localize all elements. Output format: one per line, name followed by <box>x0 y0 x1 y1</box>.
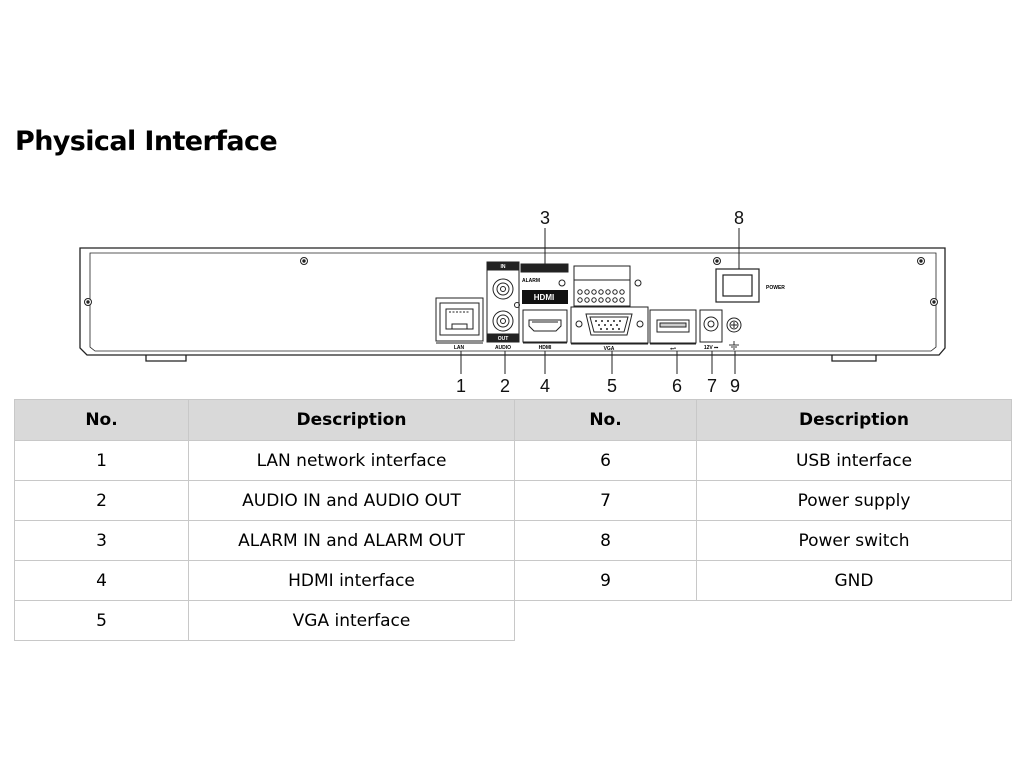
table-header-row: No. Description <box>514 399 1012 441</box>
dc-power-jack <box>699 309 723 343</box>
hdmi-logo: HDMI <box>522 290 568 304</box>
row-description: LAN network interface <box>188 440 515 481</box>
table-row: 1 LAN network interface <box>14 440 515 481</box>
power-label: POWER <box>766 285 785 291</box>
power-switch <box>715 268 760 303</box>
usb-port <box>649 309 697 345</box>
hdmi-port <box>522 309 568 344</box>
vga-label: VGA <box>604 346 615 352</box>
row-no: 9 <box>514 560 697 601</box>
interface-table-left: No. Description 1 LAN network interface … <box>14 399 515 641</box>
header-no: No. <box>514 399 697 441</box>
callout-3: 3 <box>540 208 550 228</box>
row-description: Power switch <box>696 520 1012 561</box>
header-description: Description <box>696 399 1012 441</box>
table-row: 4 HDMI interface <box>14 560 515 601</box>
header-no: No. <box>14 399 189 441</box>
row-description: GND <box>696 560 1012 601</box>
table-header-row: No. Description <box>14 399 515 441</box>
row-no: 7 <box>514 480 697 521</box>
lan-port <box>435 297 484 344</box>
audio-in-jack <box>492 278 514 300</box>
row-no: 6 <box>514 440 697 481</box>
hdmi-label: HDMI <box>539 345 552 351</box>
table-row: 6 USB interface <box>514 440 1012 481</box>
row-no: 4 <box>14 560 189 601</box>
table-row: 5 VGA interface <box>14 600 515 641</box>
callout-9: 9 <box>730 376 740 396</box>
callout-6: 6 <box>672 376 682 396</box>
callout-7: 7 <box>707 376 717 396</box>
page-title: Physical Interface <box>15 126 278 157</box>
table-row: 2 AUDIO IN and AUDIO OUT <box>14 480 515 521</box>
audio-label: AUDIO <box>495 345 511 351</box>
table-row: 7 Power supply <box>514 480 1012 521</box>
callout-1: 1 <box>456 376 466 396</box>
ground-icon <box>729 341 739 350</box>
row-no: 3 <box>14 520 189 561</box>
audio-out-jack <box>492 310 514 332</box>
audio-out-label: OUT <box>498 336 509 342</box>
chassis <box>79 247 946 362</box>
callout-5: 5 <box>607 376 617 396</box>
callout-2: 2 <box>500 376 510 396</box>
row-description: ALARM IN and ALARM OUT <box>188 520 515 561</box>
row-description: HDMI interface <box>188 560 515 601</box>
interface-table-right: No. Description 6 USB interface 7 Power … <box>514 399 1012 601</box>
svg-text:HDMI: HDMI <box>534 293 554 302</box>
row-no: 5 <box>14 600 189 641</box>
dc-label: 12V ⎓ <box>704 345 718 351</box>
audio-ports <box>486 261 520 343</box>
terminal-screws <box>577 289 625 303</box>
row-description: Power supply <box>696 480 1012 521</box>
audio-in-label: IN <box>501 264 506 270</box>
callout-4: 4 <box>540 376 550 396</box>
table-row: 3 ALARM IN and ALARM OUT <box>14 520 515 561</box>
table-row: 9 GND <box>514 560 1012 601</box>
callout-lines <box>460 228 740 374</box>
gnd-terminal <box>726 317 742 333</box>
row-description: VGA interface <box>188 600 515 641</box>
row-no: 1 <box>14 440 189 481</box>
row-no: 2 <box>14 480 189 521</box>
lan-label: LAN <box>454 345 465 351</box>
header-description: Description <box>188 399 515 441</box>
chassis-screws <box>84 257 938 306</box>
usb-label: ⭠• <box>670 346 676 352</box>
row-description: AUDIO IN and AUDIO OUT <box>188 480 515 521</box>
row-description: USB interface <box>696 440 1012 481</box>
vga-port <box>570 306 649 345</box>
table-row: 8 Power switch <box>514 520 1012 561</box>
row-no: 8 <box>514 520 697 561</box>
rear-panel-diagram: LAN IN OUT AUDIO ALARM HDMI <box>79 208 946 396</box>
callout-8: 8 <box>734 208 744 228</box>
alarm-label: ALARM <box>522 278 540 284</box>
